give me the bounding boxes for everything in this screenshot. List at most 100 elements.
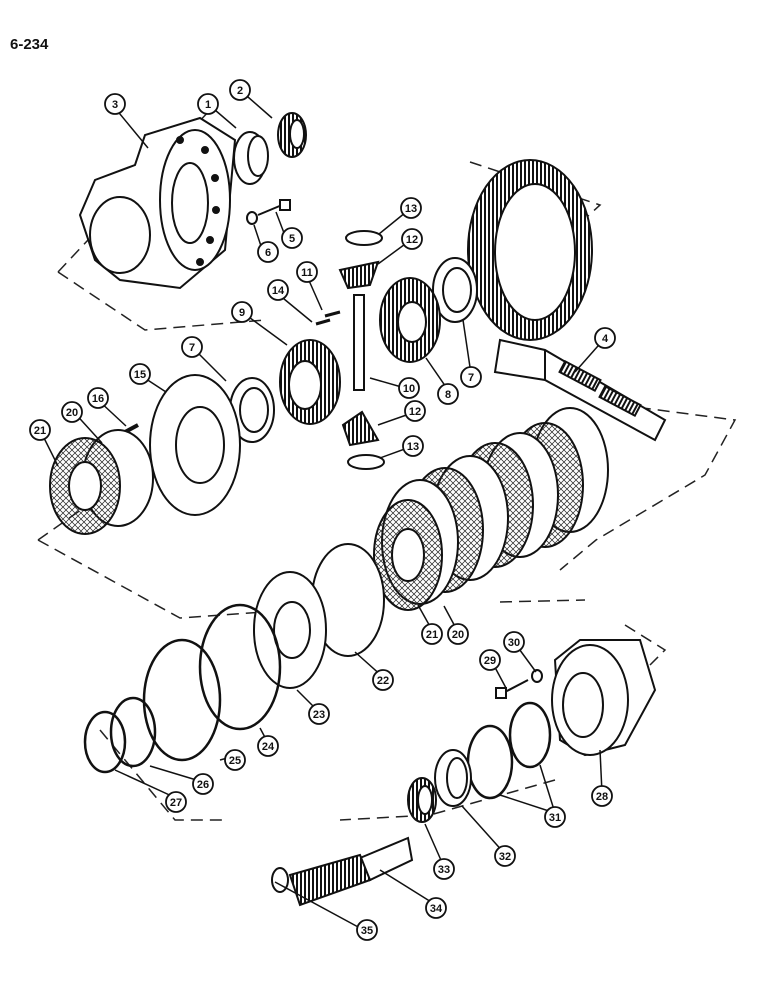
pinion-shaft: [493, 338, 667, 442]
callout-1: 1: [197, 93, 219, 115]
callout-circle: [372, 669, 394, 691]
seal-rings-31: [466, 701, 552, 800]
callout-circle: [591, 785, 613, 807]
page-number: 6-234: [10, 36, 49, 53]
callout-circle: [398, 377, 420, 399]
callout-label: 29: [484, 655, 496, 667]
callout-circle: [437, 383, 459, 405]
callout-10: 10: [398, 377, 420, 399]
output-shaft: [271, 836, 414, 907]
callout-label: 12: [406, 234, 418, 246]
callout-circle: [544, 806, 566, 828]
callout-label: 20: [452, 629, 464, 641]
callout-20: 20: [61, 401, 83, 423]
callout-label: 34: [430, 903, 443, 915]
callout-label: 13: [407, 441, 419, 453]
callout-26: 26: [192, 773, 214, 795]
callout-13: 13: [400, 197, 422, 219]
clutch-pack: [373, 407, 609, 611]
callout-23: 23: [308, 703, 330, 725]
callout-circle: [224, 749, 246, 771]
callout-circle: [425, 897, 447, 919]
callout-label: 24: [262, 741, 275, 753]
callout-25: 25: [224, 749, 246, 771]
callout-circle: [181, 336, 203, 358]
callout-35: 35: [356, 919, 378, 941]
bearing-cup: [233, 131, 269, 185]
callout-label: 22: [377, 675, 389, 687]
callout-circle: [356, 919, 378, 941]
callout-11: 11: [296, 261, 318, 283]
callout-label: 20: [66, 407, 78, 419]
callout-circle: [281, 227, 303, 249]
callout-label: 5: [289, 233, 295, 245]
callout-7: 7: [181, 336, 203, 358]
callout-label: 10: [403, 383, 415, 395]
callout-circle: [400, 197, 422, 219]
callout-circle: [433, 858, 455, 880]
pinion-gears: [315, 230, 385, 470]
callout-label: 35: [361, 925, 373, 937]
callout-circle: [231, 301, 253, 323]
friction-disc-upper: [49, 429, 154, 535]
callout-circle: [229, 79, 251, 101]
callout-circle: [197, 93, 219, 115]
callout-circle: [104, 93, 126, 115]
callout-21: 21: [421, 623, 443, 645]
callout-13: 13: [402, 435, 424, 457]
callout-30: 30: [503, 631, 525, 653]
callout-label: 11: [301, 267, 313, 279]
callout-22: 22: [372, 669, 394, 691]
callout-label: 1: [205, 99, 211, 111]
bearing-33: [407, 777, 437, 823]
callout-2: 2: [229, 79, 251, 101]
callout-circle: [267, 279, 289, 301]
callout-circle: [296, 261, 318, 283]
callout-circle: [421, 623, 443, 645]
callout-6: 6: [257, 241, 279, 263]
callout-circle: [61, 401, 83, 423]
bolt-and-washer: [246, 199, 291, 225]
callout-28: 28: [591, 785, 613, 807]
callout-circle: [402, 435, 424, 457]
callout-circle: [401, 228, 423, 250]
callout-24: 24: [257, 735, 279, 757]
differential-gear: [279, 339, 341, 425]
callout-5: 5: [281, 227, 303, 249]
callout-33: 33: [433, 858, 455, 880]
callout-15: 15: [129, 363, 151, 385]
callout-circle: [479, 649, 501, 671]
seal-rings: [83, 603, 282, 774]
brake-carrier: [551, 639, 657, 757]
carrier-bolt: [495, 669, 543, 699]
callout-label: 3: [112, 99, 118, 111]
callout-32: 32: [494, 845, 516, 867]
callout-9: 9: [231, 301, 253, 323]
callout-8: 8: [437, 383, 459, 405]
callout-label: 32: [499, 851, 511, 863]
callout-label: 7: [189, 342, 195, 354]
callout-7: 7: [460, 366, 482, 388]
callout-label: 13: [405, 203, 417, 215]
callout-label: 4: [602, 333, 609, 345]
callout-label: 31: [549, 812, 561, 824]
callout-label: 21: [426, 629, 438, 641]
callout-label: 21: [34, 425, 46, 437]
callout-circle: [447, 623, 469, 645]
callout-label: 15: [134, 369, 146, 381]
callout-circle: [257, 735, 279, 757]
callout-27: 27: [165, 791, 187, 813]
callout-14: 14: [267, 279, 289, 301]
side-gear: [379, 277, 441, 363]
callout-circle: [594, 327, 616, 349]
callout-34: 34: [425, 897, 447, 919]
callout-label: 16: [92, 393, 104, 405]
tapered-roller-bearing: [277, 112, 307, 158]
callout-21: 21: [29, 419, 51, 441]
ring-gear: [467, 159, 593, 341]
separator-plate: [253, 543, 385, 689]
callout-circle: [29, 419, 51, 441]
callout-circle: [404, 400, 426, 422]
callout-label: 26: [197, 779, 209, 791]
